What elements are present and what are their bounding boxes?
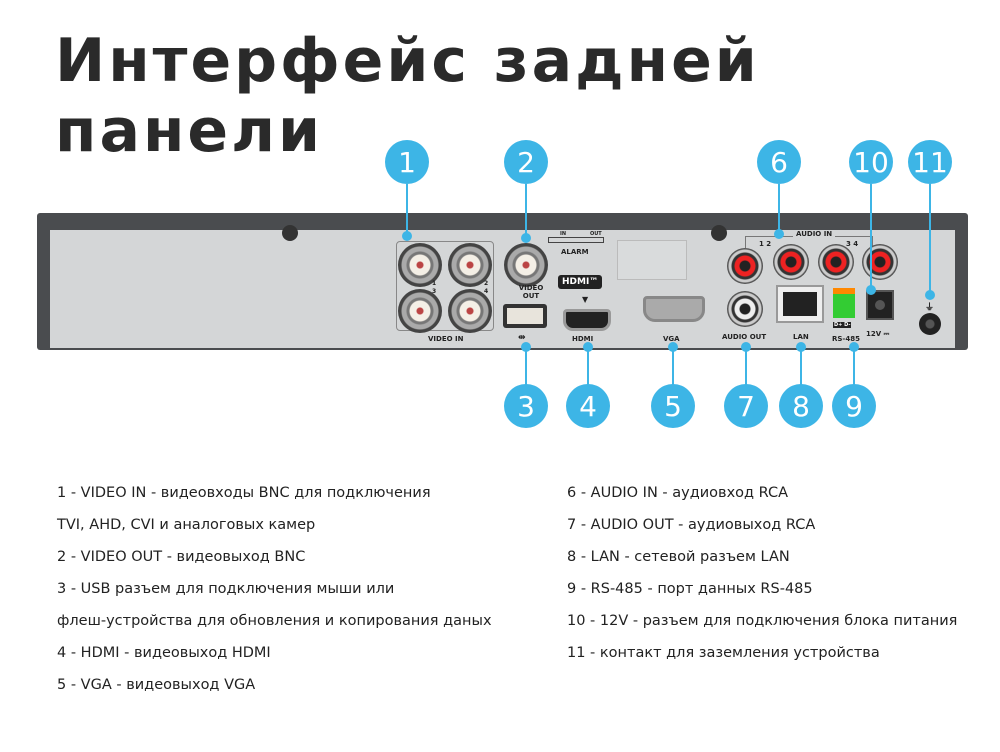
video-out-label: VIDEO OUT <box>518 284 544 300</box>
callout-dot-4 <box>583 342 593 352</box>
description-left-5: флеш-устройства для обновления и копиров… <box>57 613 492 629</box>
description-left-1: 1 - VIDEO IN - видеовходы BNC для подклю… <box>57 485 431 501</box>
bnc-24-label: 2 4 <box>484 280 489 295</box>
description-left-2: TVI, AHD, CVI и аналоговых камер <box>57 517 316 533</box>
video-in-bnc-3 <box>398 289 442 333</box>
audio-in-rca-3 <box>818 244 854 280</box>
rs485-label: RS-485 <box>832 335 860 343</box>
alarm-terminal <box>548 237 604 243</box>
audio-out-rca <box>727 291 763 327</box>
callout-9: 9 <box>832 384 876 428</box>
callout-line-9 <box>853 345 855 385</box>
audio-in-label: AUDIO IN <box>793 230 836 238</box>
usb-port <box>503 304 547 328</box>
callout-line-8 <box>800 345 802 385</box>
callout-line-5 <box>672 345 674 385</box>
callout-3: 3 <box>504 384 548 428</box>
video-in-label: VIDEO IN <box>428 335 464 343</box>
video-in-bnc-2 <box>448 243 492 287</box>
vga-label: VGA <box>663 335 680 343</box>
callout-10: 10 <box>849 140 893 184</box>
description-right-1: 6 - AUDIO IN - аудиовход RCA <box>567 485 789 501</box>
alarm-in-label: IN <box>560 231 567 237</box>
callout-line-10 <box>870 184 872 290</box>
bnc-13-label: 1 3 <box>432 280 437 295</box>
callout-dot-3 <box>521 342 531 352</box>
callout-2: 2 <box>504 140 548 184</box>
vga-port <box>643 296 705 322</box>
lan-label: LAN <box>793 333 809 341</box>
callout-line-7 <box>745 345 747 385</box>
callout-line-11 <box>929 184 931 294</box>
description-right-6: 11 - контакт для заземления устройства <box>567 645 880 661</box>
audio-in-34-label: 3 4 <box>846 240 859 248</box>
callout-11: 11 <box>908 140 952 184</box>
callout-dot-1 <box>402 231 412 241</box>
sticker-area <box>617 240 687 280</box>
description-left-3: 2 - VIDEO OUT - видеовыход BNC <box>57 549 306 565</box>
audio-in-rca-4 <box>862 244 898 280</box>
callout-dot-10 <box>866 285 876 295</box>
usb-icon: ⇹ <box>518 333 526 343</box>
callout-dot-2 <box>521 233 531 243</box>
ground-icon: ⏚ <box>925 303 935 313</box>
audio-in-rca-2 <box>773 244 809 280</box>
panel-screw <box>282 225 298 241</box>
callout-line-6 <box>778 184 780 234</box>
video-in-bnc-4 <box>448 289 492 333</box>
audio-in-rca-1 <box>727 248 763 284</box>
alarm-label: ALARM <box>561 248 589 256</box>
video-in-bnc-1 <box>398 243 442 287</box>
callout-dot-5 <box>668 342 678 352</box>
hdmi-logo: HDMI™ <box>558 275 603 289</box>
hdmi-port <box>563 309 611 331</box>
callout-6: 6 <box>757 140 801 184</box>
callout-dot-8 <box>796 342 806 352</box>
panel-screw <box>711 225 727 241</box>
page-title: Интерфейс задней панели <box>55 26 760 166</box>
rs485-pins-label: D+ D- <box>833 322 852 328</box>
callout-line-2 <box>525 184 527 238</box>
callout-4: 4 <box>566 384 610 428</box>
callout-dot-7 <box>741 342 751 352</box>
callout-dot-6 <box>774 229 784 239</box>
callout-8: 8 <box>779 384 823 428</box>
audio-out-label: AUDIO OUT <box>722 333 767 341</box>
alarm-out-label: OUT <box>590 231 602 237</box>
callout-line-4 <box>587 345 589 385</box>
description-left-7: 5 - VGA - видеовыход VGA <box>57 677 256 693</box>
hdmi-arrow-icon: ▼ <box>582 295 589 304</box>
callout-1: 1 <box>385 140 429 184</box>
rs485-terminal <box>833 288 855 318</box>
callout-7: 7 <box>724 384 768 428</box>
callout-dot-11 <box>925 290 935 300</box>
description-right-5: 10 - 12V - разъем для подключения блока … <box>567 613 958 629</box>
power-label: 12V ⎓ <box>866 330 890 338</box>
description-left-4: 3 - USB разъем для подключения мыши или <box>57 581 395 597</box>
hdmi-label: HDMI <box>572 335 594 343</box>
audio-in-12-label: 1 2 <box>759 240 772 248</box>
description-right-4: 9 - RS-485 - порт данных RS-485 <box>567 581 813 597</box>
description-right-2: 7 - AUDIO OUT - аудиовыход RCA <box>567 517 816 533</box>
video-in-frame <box>396 241 494 331</box>
ground-screw <box>919 313 941 335</box>
description-left-6: 4 - HDMI - видеовыход HDMI <box>57 645 271 661</box>
callout-5: 5 <box>651 384 695 428</box>
power-jack <box>866 290 894 320</box>
video-out-bnc <box>504 243 548 287</box>
callout-line-1 <box>406 184 408 236</box>
callout-line-3 <box>525 345 527 385</box>
description-right-3: 8 - LAN - сетевой разъем LAN <box>567 549 790 565</box>
callout-dot-9 <box>849 342 859 352</box>
lan-port <box>776 285 824 323</box>
